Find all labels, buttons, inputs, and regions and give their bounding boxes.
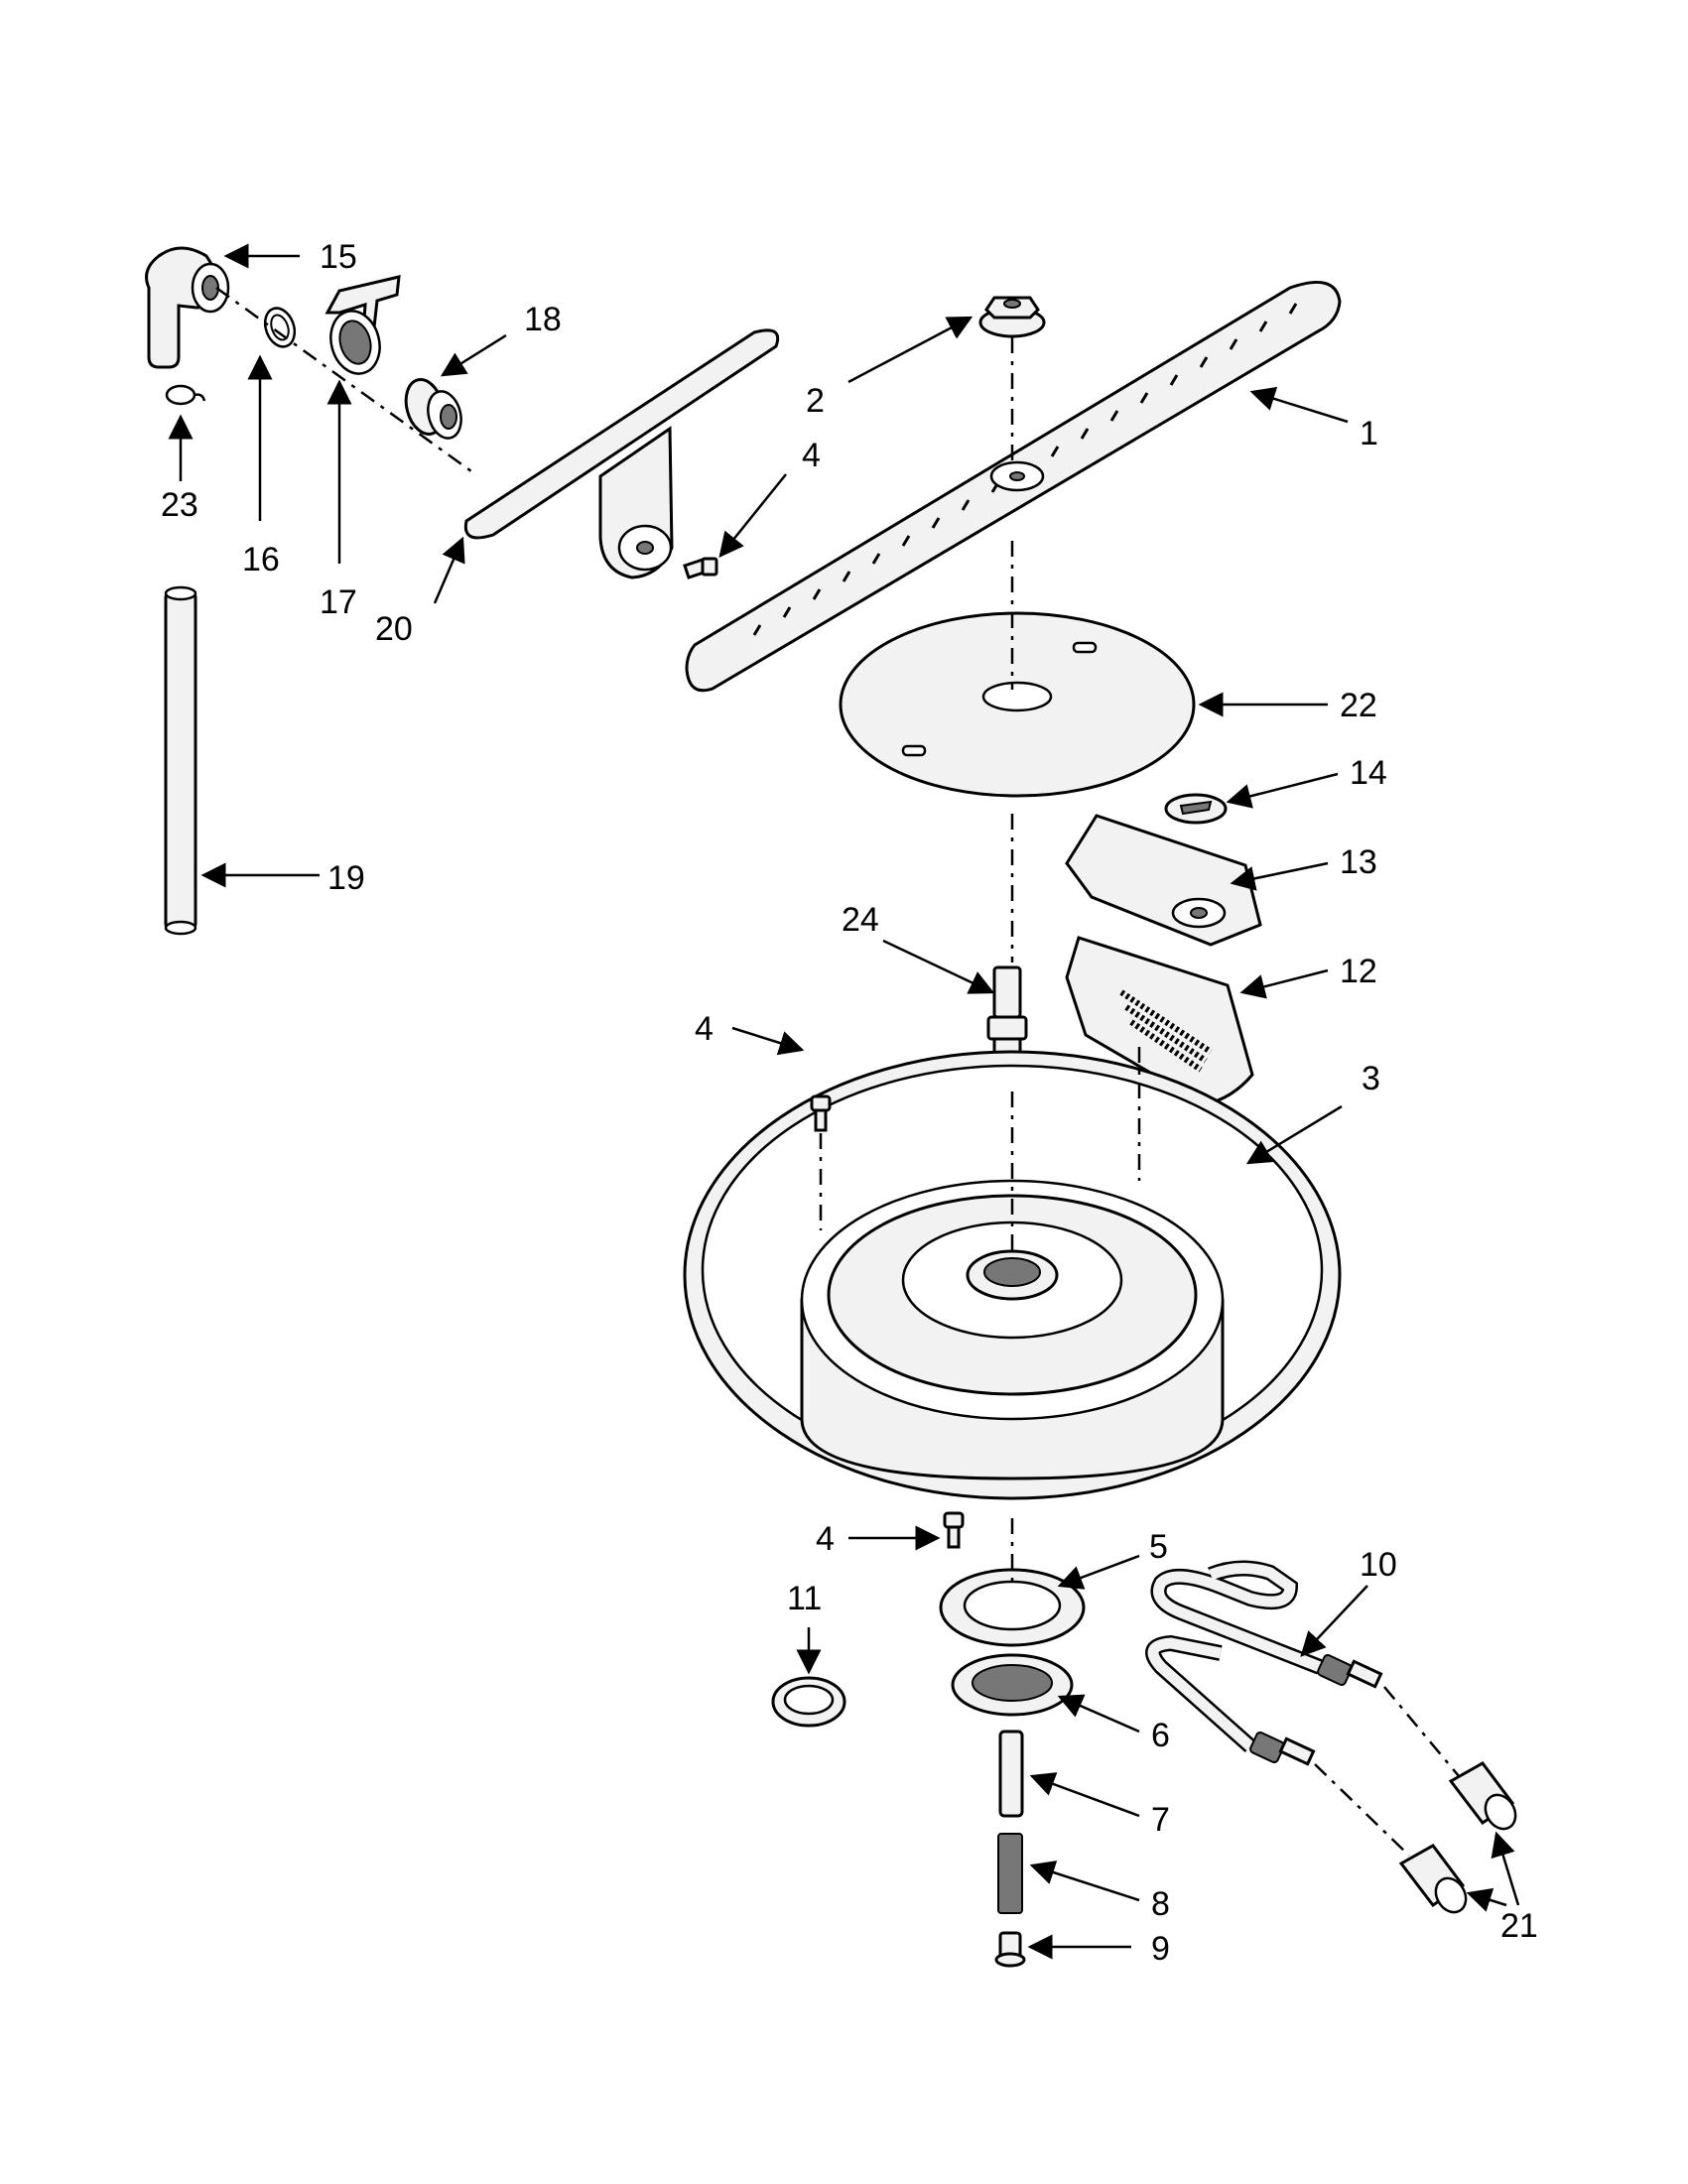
part-11-seal-ring bbox=[771, 1676, 846, 1728]
callout-10: 10 bbox=[1360, 1546, 1397, 1584]
callout-8: 8 bbox=[1151, 1885, 1170, 1923]
part-8-spring bbox=[997, 1833, 1023, 1914]
part-23-hose-clamp bbox=[165, 384, 206, 406]
part-4-screw-middle bbox=[810, 1094, 832, 1132]
part-9-retainer bbox=[994, 1931, 1026, 1968]
callout-3: 3 bbox=[1362, 1060, 1380, 1097]
part-4-screw-upper bbox=[683, 557, 718, 579]
callout-6: 6 bbox=[1151, 1717, 1170, 1754]
callout-24: 24 bbox=[842, 901, 879, 939]
callout-labels: 15 18 23 16 17 20 4 2 1 22 14 13 19 24 1… bbox=[161, 238, 1538, 1968]
callout-21: 21 bbox=[1500, 1907, 1538, 1945]
callout-16: 16 bbox=[242, 541, 280, 578]
callout-23: 23 bbox=[161, 486, 198, 524]
part-2-hub-nut bbox=[978, 296, 1046, 338]
part-10-heating-element bbox=[1145, 1560, 1383, 1766]
callout-22: 22 bbox=[1340, 687, 1377, 724]
part-18-bearing bbox=[404, 378, 462, 440]
part-19-fill-tube bbox=[164, 585, 197, 936]
callout-5: 5 bbox=[1149, 1528, 1168, 1566]
callout-20: 20 bbox=[375, 610, 413, 648]
part-17-seal-and-bracket bbox=[325, 275, 401, 375]
part-6-diaphragm bbox=[951, 1653, 1074, 1717]
part-22-lower-plate bbox=[839, 611, 1196, 798]
callout-4-lower: 4 bbox=[816, 1520, 835, 1558]
callout-19: 19 bbox=[327, 859, 365, 897]
part-21-nuts bbox=[1398, 1761, 1517, 1914]
callout-14: 14 bbox=[1350, 754, 1387, 792]
callout-13: 13 bbox=[1340, 843, 1377, 881]
callout-1: 1 bbox=[1360, 415, 1378, 452]
callout-17: 17 bbox=[320, 583, 357, 621]
callout-4-middle: 4 bbox=[695, 1010, 714, 1048]
part-13-filter-cover bbox=[1065, 814, 1262, 947]
part-4-screw-lower bbox=[943, 1511, 965, 1549]
part-5-gasket bbox=[939, 1568, 1086, 1647]
callout-18: 18 bbox=[524, 301, 562, 338]
callout-7: 7 bbox=[1151, 1801, 1170, 1839]
part-1-lower-spray-arm bbox=[685, 280, 1342, 693]
part-16-o-ring bbox=[263, 307, 297, 348]
callout-12: 12 bbox=[1340, 953, 1377, 990]
part-20-upper-spray-arm bbox=[463, 328, 780, 579]
leader-lines bbox=[168, 243, 1520, 1960]
callout-15: 15 bbox=[320, 238, 357, 276]
part-7-pin bbox=[998, 1730, 1024, 1818]
callout-11: 11 bbox=[787, 1580, 822, 1617]
part-3-pump-base bbox=[683, 1050, 1342, 1500]
callout-2: 2 bbox=[806, 382, 825, 420]
callout-4-upper: 4 bbox=[802, 437, 821, 474]
assembly-center-lines bbox=[215, 286, 1460, 1857]
part-15-elbow-fitting bbox=[145, 246, 230, 369]
part-14-cap bbox=[1164, 793, 1228, 825]
callout-9: 9 bbox=[1151, 1930, 1170, 1968]
